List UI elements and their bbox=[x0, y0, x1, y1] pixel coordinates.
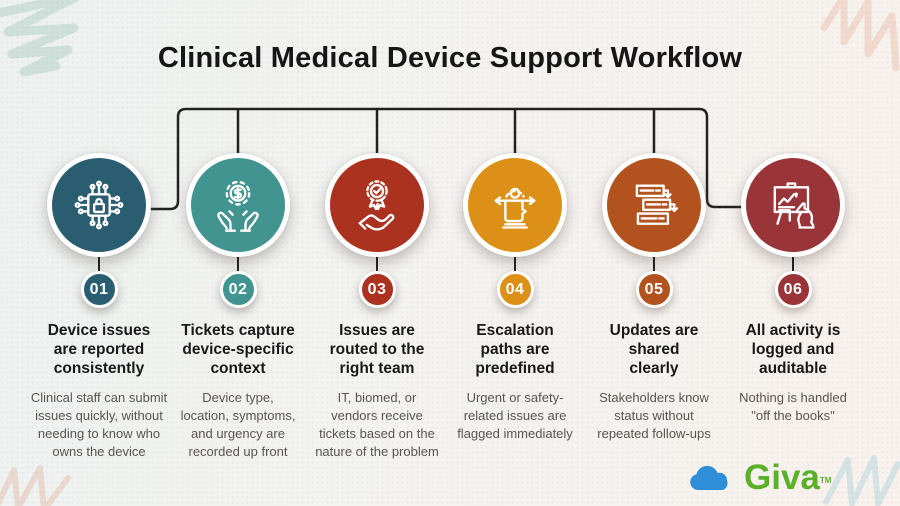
hand-award-icon bbox=[358, 180, 395, 231]
step-6-number-badge: 06 bbox=[774, 271, 812, 308]
step-5-circle bbox=[602, 153, 706, 257]
strategy-board-knight-icon bbox=[773, 182, 815, 229]
step-5-heading: Updates are shared clearly bbox=[609, 322, 699, 378]
step-6-heading: All activity is logged and auditable bbox=[745, 322, 841, 378]
step-6-circle bbox=[741, 153, 845, 257]
step-1-description: Clinical staff can submit issues quickly… bbox=[30, 390, 168, 459]
step-6-connector-stub bbox=[791, 257, 795, 271]
step-1-connector-stub bbox=[97, 257, 101, 271]
trademark-symbol: TM bbox=[819, 476, 832, 485]
step-2-connector-stub bbox=[236, 257, 240, 271]
step-3-heading: Issues are routed to the right team bbox=[329, 322, 425, 378]
stacked-tickets-icon bbox=[635, 184, 679, 225]
step-5-description: Stakeholders know status without repeate… bbox=[597, 390, 711, 442]
step-1-number: 01 bbox=[89, 280, 109, 298]
page-title: Clinical Medical Device Support Workflow bbox=[157, 42, 743, 74]
step-3-number-badge: 03 bbox=[358, 271, 396, 308]
step-2-heading: Tickets capture device-specific context bbox=[181, 322, 295, 378]
workflow-step-3: 03 Issues are routed to the right team I… bbox=[299, 153, 455, 461]
step-6-number: 06 bbox=[783, 280, 803, 298]
step-5-connector-stub bbox=[652, 257, 656, 271]
step-2-number-badge: 02 bbox=[219, 271, 257, 308]
step-1-number-badge: 01 bbox=[80, 271, 118, 308]
step-4-number-badge: 04 bbox=[496, 271, 534, 308]
step-3-connector-stub bbox=[375, 257, 379, 271]
giva-logo: GivaTM bbox=[686, 460, 831, 499]
giva-brand-text: Giva bbox=[744, 458, 820, 497]
giva-wordmark: GivaTM bbox=[744, 460, 831, 499]
step-5-number: 05 bbox=[644, 280, 664, 298]
step-3-number: 03 bbox=[367, 280, 387, 298]
workflow-step-6: 06 All activity is logged and auditable … bbox=[715, 153, 871, 425]
head-gear-arrows-icon bbox=[494, 187, 536, 229]
workflow-step-1: 01 Device issues are reported consistent… bbox=[21, 153, 177, 461]
workflow-step-5: 05 Updates are shared clearly Stakeholde… bbox=[576, 153, 732, 443]
step-3-circle bbox=[325, 153, 429, 257]
circuit-lock-icon bbox=[74, 180, 124, 230]
workflow-step-4: 04 Escalation paths are predefined Urgen… bbox=[437, 153, 593, 443]
workflow-step-2: 02 Tickets capture device-specific conte… bbox=[160, 153, 316, 461]
step-4-connector-stub bbox=[513, 257, 517, 271]
step-2-circle bbox=[186, 153, 290, 257]
step-2-number: 02 bbox=[228, 280, 248, 298]
step-4-description: Urgent or safety- related issues are fla… bbox=[457, 390, 573, 442]
cloud-icon bbox=[690, 465, 728, 490]
step-3-description: IT, biomed, or vendors receive tickets b… bbox=[315, 390, 439, 459]
step-4-number: 04 bbox=[505, 280, 525, 298]
step-4-circle bbox=[463, 153, 567, 257]
step-1-heading: Device issues are reported consistently bbox=[47, 322, 151, 378]
step-6-description: Nothing is handled "off the books" bbox=[739, 390, 847, 424]
step-1-circle bbox=[47, 153, 151, 257]
step-5-number-badge: 05 bbox=[635, 271, 673, 308]
hands-gear-dollar-icon bbox=[217, 180, 259, 232]
step-2-description: Device type, location, symptoms, and urg… bbox=[180, 390, 296, 459]
step-4-heading: Escalation paths are predefined bbox=[475, 322, 555, 378]
